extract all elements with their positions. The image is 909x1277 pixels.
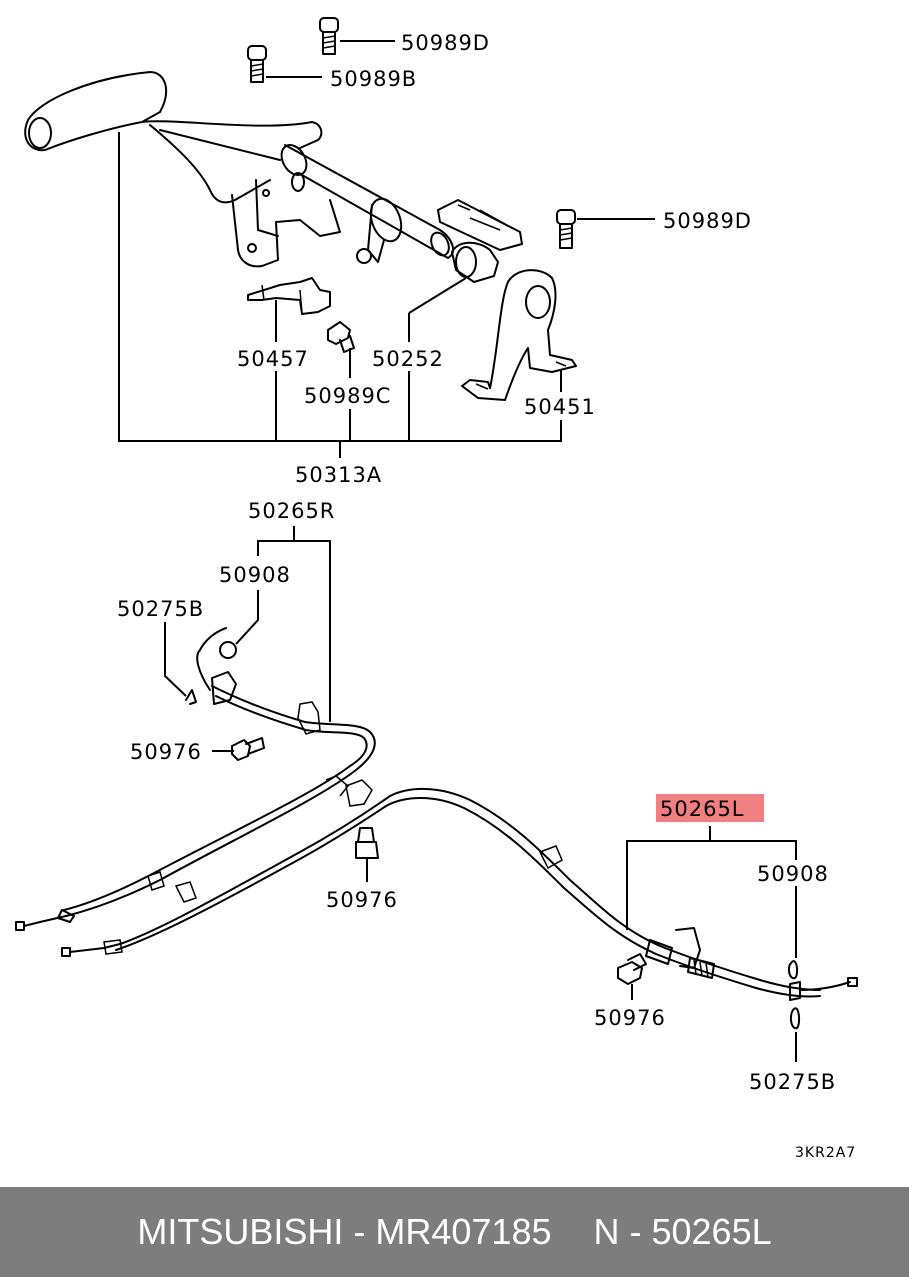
footer-bar: MITSUBISHI - MR407185 N - 50265L [0, 1187, 909, 1277]
label-50989d-top: 50989D [401, 31, 490, 55]
parts-diagram: 50989D 50989B 50989D 50457 50252 50989C … [15, 17, 858, 1161]
lower-leader-lines [164, 526, 797, 1062]
label-50976-left: 50976 [130, 740, 202, 764]
handbrake-lever-drawing [24, 71, 577, 401]
label-50976-lower: 50976 [594, 1006, 666, 1030]
highlight-box [656, 794, 764, 822]
drawing-code: 3KR2A7 [795, 1145, 856, 1161]
bolt-50989c [327, 321, 355, 353]
bolt-50976-left [231, 737, 265, 761]
label-50275b-left: 50275B [117, 597, 204, 621]
bolt-50989d-right [556, 209, 576, 249]
label-50989c: 50989C [304, 384, 391, 408]
label-50313a: 50313A [295, 463, 382, 487]
bolt-50989d-top [319, 17, 339, 55]
label-50275b-right: 50275B [749, 1070, 836, 1094]
footer-part-reference: N - 50265L [593, 1211, 772, 1252]
label-50976-mid: 50976 [326, 888, 398, 912]
label-50989d-right: 50989D [663, 209, 752, 233]
bolt-50976-mid [355, 827, 379, 859]
bolt-50976-lower [617, 953, 647, 985]
bolt-50989b-top [247, 45, 267, 83]
label-50989b-top: 50989B [330, 67, 417, 91]
label-50265l: 50265L [660, 797, 745, 821]
label-50908-right: 50908 [219, 563, 291, 587]
upper-leader-lines [118, 40, 655, 458]
label-50457: 50457 [237, 347, 309, 371]
cable-drawing [15, 627, 858, 1030]
footer-brand-part-number: MITSUBISHI - MR407185 [137, 1211, 552, 1252]
label-50451: 50451 [524, 395, 596, 419]
label-50265r: 50265R [248, 499, 335, 523]
label-50252: 50252 [372, 347, 444, 371]
label-50908-left: 50908 [757, 862, 829, 886]
